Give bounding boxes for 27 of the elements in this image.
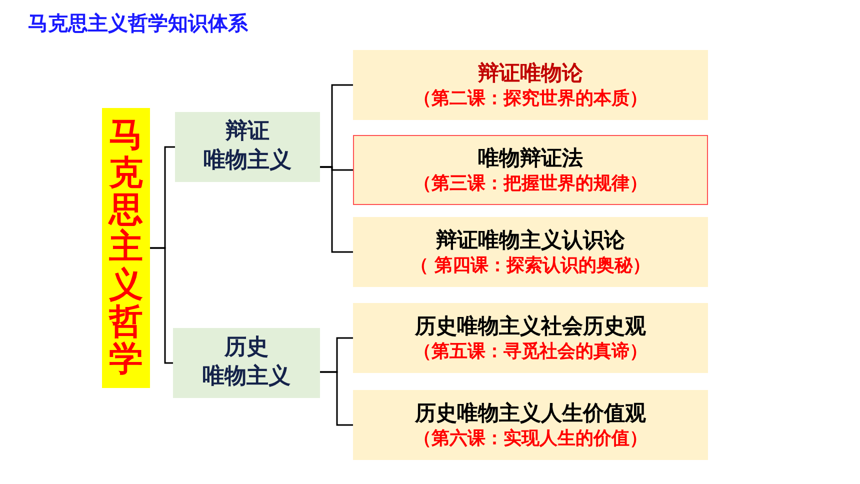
root-box (102, 108, 150, 388)
category-box (173, 328, 320, 398)
topic-heading: 历史唯物主义社会历史观 (415, 314, 646, 339)
category-box (175, 112, 320, 182)
root-label: 马克思主义哲学 (109, 117, 143, 379)
topic-box (353, 50, 708, 120)
topic-box (353, 135, 708, 205)
brace-line (320, 371, 353, 426)
lesson-note: （第三课：把握世界的规律） (414, 172, 648, 194)
topic-heading: 唯物辩证法 (478, 146, 583, 171)
category-label: 辩证 (226, 118, 270, 146)
brace-line (320, 166, 353, 253)
lesson-note: （第五课：寻觅社会的真谛） (414, 340, 648, 362)
lesson-note: （第六课：实现人生的价值） (414, 428, 648, 450)
title: 马克思主义哲学知识体系 (28, 10, 248, 37)
category-label: 唯物主义 (204, 147, 292, 175)
category-label: 唯物主义 (202, 363, 290, 391)
topic-heading: 历史唯物主义人生价值观 (415, 400, 646, 426)
topic-heading: 辩证唯物主义认识论 (436, 228, 625, 253)
topic-heading: 辩证唯物论 (478, 60, 583, 86)
topic-box (353, 390, 708, 460)
category-label: 历史 (224, 334, 268, 362)
lesson-note: （第二课：探究世界的本质） (414, 88, 648, 110)
topic-box (353, 303, 708, 373)
lesson-note: （ 第四课：探索认识的奥秘） (410, 254, 651, 276)
topic-box (353, 217, 708, 287)
brace-line (150, 247, 173, 364)
